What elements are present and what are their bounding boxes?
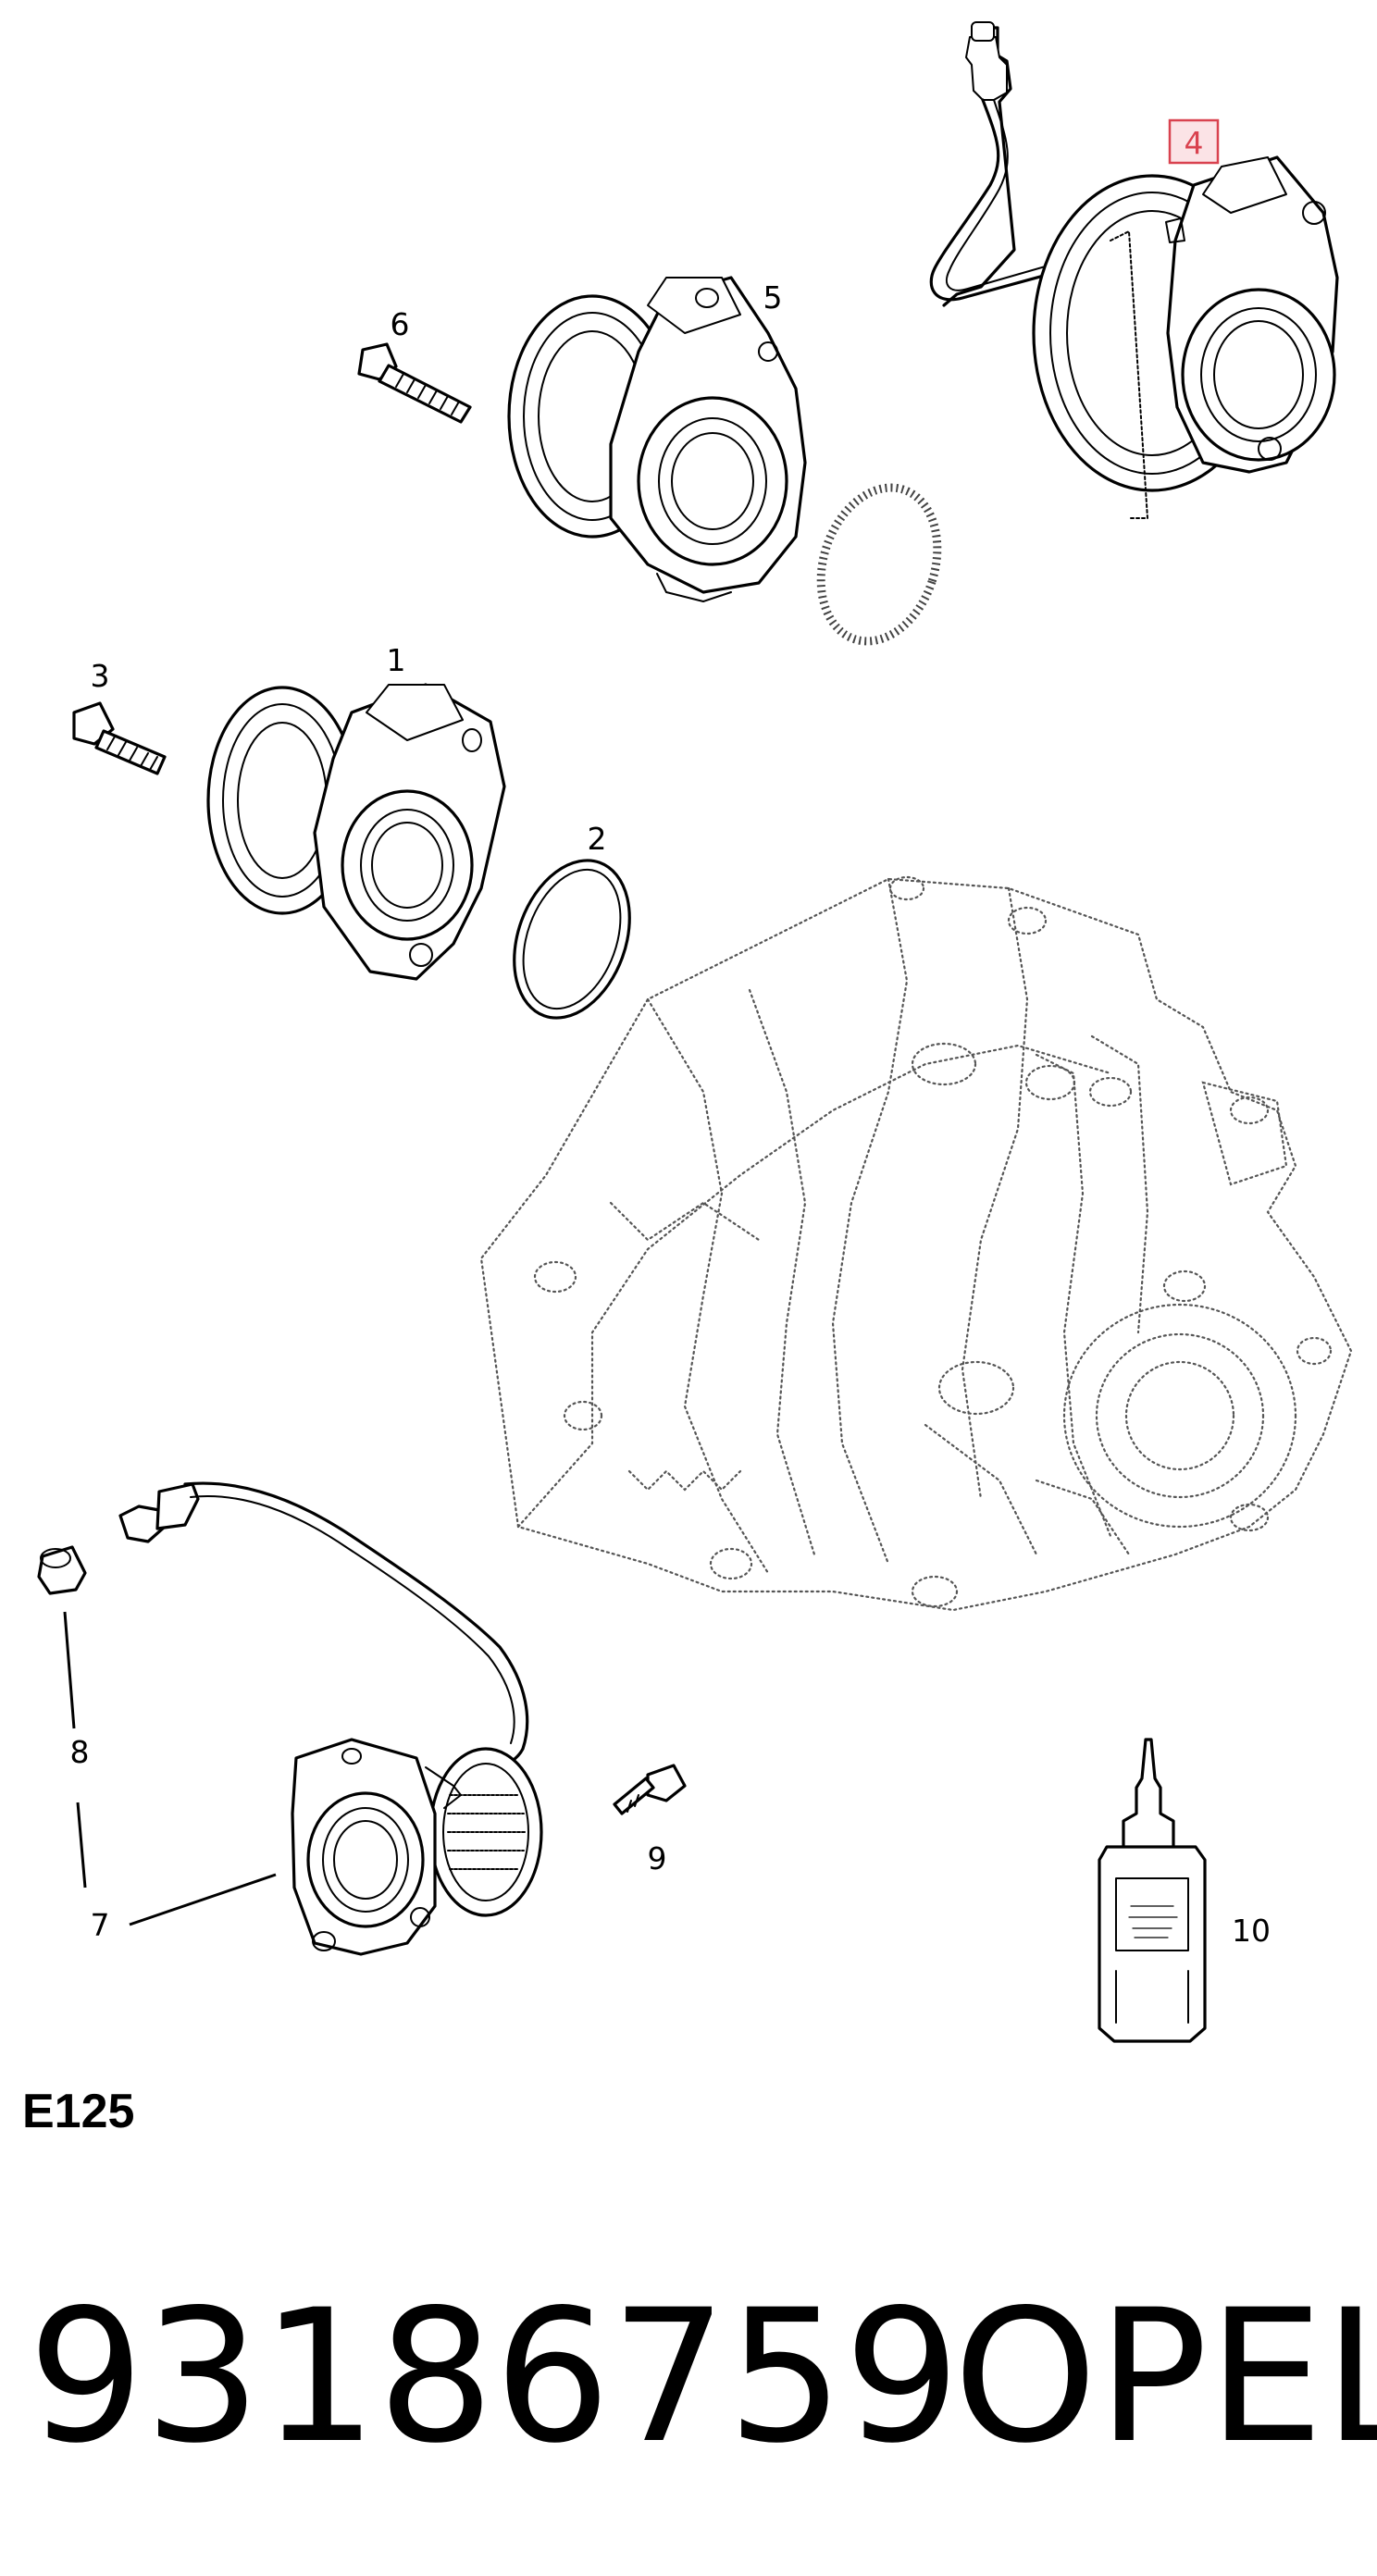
part-number: 93186759 (28, 2270, 961, 2483)
leader-line-8 (63, 1611, 76, 1729)
brand-name: OPEL (953, 2270, 1377, 2483)
part-9-screw (613, 1764, 687, 1815)
callout-7: 7 (91, 1907, 110, 1943)
callout-9: 9 (648, 1840, 667, 1876)
leader-line-7 (129, 1873, 277, 1926)
part-7-slave-cylinder-with-pipe (118, 1481, 543, 1956)
part-5-slave-cylinder (507, 276, 807, 602)
callout-6: 6 (391, 306, 410, 342)
part-4-slave-cylinder-with-pipe (929, 21, 1339, 519)
callout-4-highlight-box (1168, 118, 1220, 165)
callout-3: 3 (91, 658, 110, 694)
part-8-cap (37, 1545, 87, 1595)
part-10-bottle (1098, 1738, 1207, 2043)
transmission-housing-ghost (479, 875, 1353, 1612)
callout-8: 8 (70, 1734, 90, 1770)
part-2-o-ring (513, 859, 631, 1020)
seal-ring-ghost (816, 483, 942, 646)
part-1-slave-cylinder (206, 683, 506, 981)
callout-5: 5 (763, 279, 783, 316)
part-3-bolt (72, 701, 167, 775)
callout-4: 4 (1185, 125, 1204, 161)
callout-1: 1 (387, 642, 406, 678)
callout-4-highlighted: 4 (1168, 118, 1220, 165)
callout-10: 10 (1232, 1913, 1271, 1949)
callout-2: 2 (588, 821, 607, 857)
part-6-bolt (357, 342, 472, 424)
diagram-code: E125 (22, 2085, 135, 2138)
leader-line-8-7 (76, 1802, 87, 1889)
